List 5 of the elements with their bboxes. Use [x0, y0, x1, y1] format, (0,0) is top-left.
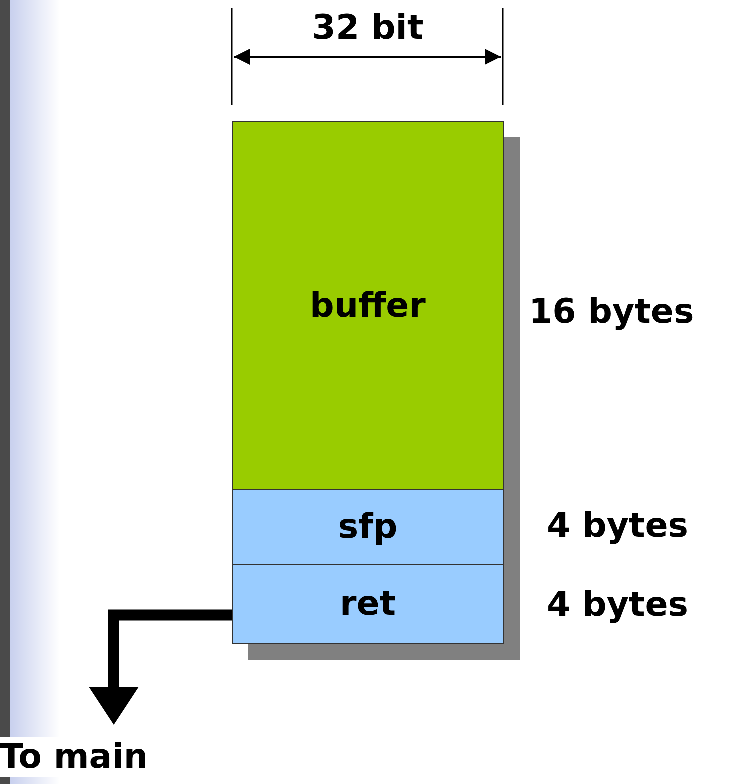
size-label: 16 bytes [529, 292, 694, 332]
destination-text: To main [0, 737, 148, 777]
size-label: 4 bytes [547, 585, 689, 625]
arrow [89, 610, 232, 725]
size-label: 4 bytes [547, 506, 689, 546]
